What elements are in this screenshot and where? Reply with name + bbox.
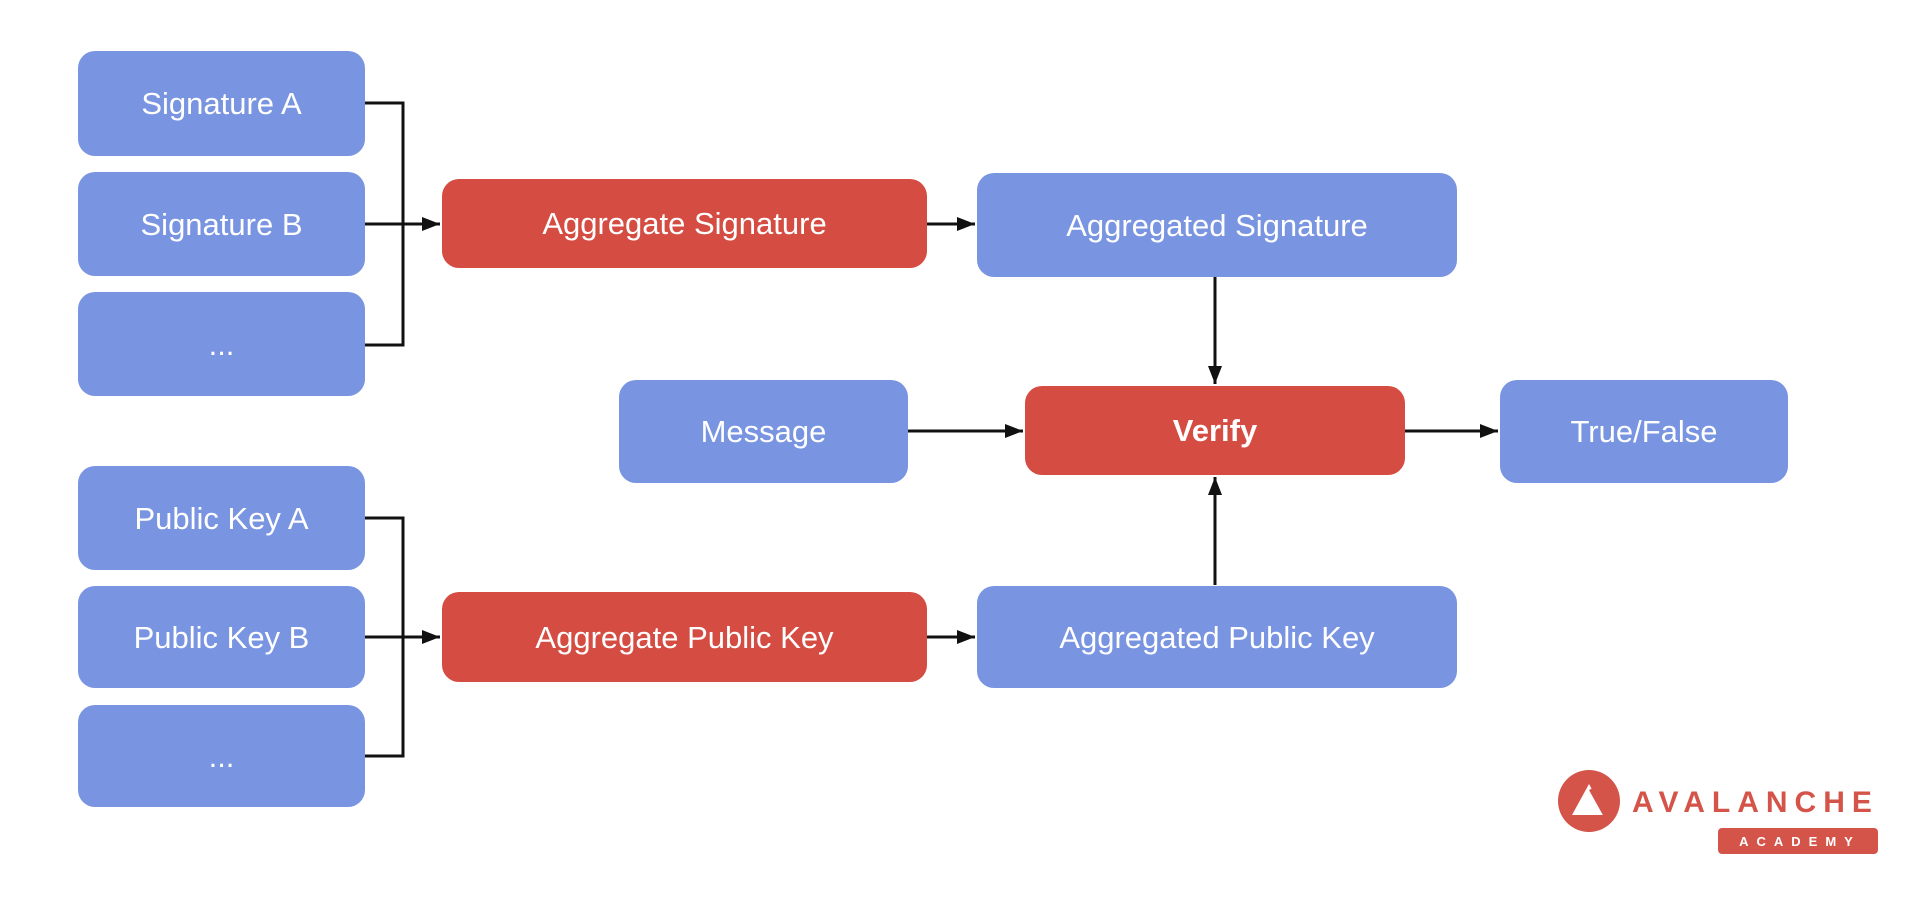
node-message: Message [619, 380, 908, 483]
academy-badge: ACADEMY [1718, 828, 1878, 854]
node-public-key-a: Public Key A [78, 466, 365, 570]
node-aggregated-public-key: Aggregated Public Key [977, 586, 1457, 688]
node-public-key-b: Public Key B [78, 586, 365, 688]
node-aggregate-public-key: Aggregate Public Key [442, 592, 927, 682]
avalanche-logo-icon [1558, 770, 1620, 832]
node-aggregated-signature: Aggregated Signature [977, 173, 1457, 277]
node-aggregate-signature: Aggregate Signature [442, 179, 927, 268]
node-verify: Verify [1025, 386, 1405, 475]
avalanche-wordmark: AVALANCHE [1632, 786, 1879, 819]
node-signature-ellipsis: ... [78, 292, 365, 396]
node-public-key-ellipsis: ... [78, 705, 365, 807]
node-signature-b: Signature B [78, 172, 365, 276]
edge-signatures-bracket [365, 101, 405, 347]
node-true-false: True/False [1500, 380, 1788, 483]
node-signature-a: Signature A [78, 51, 365, 156]
avalanche-academy-logo: AVALANCHE ACADEMY [1550, 762, 1895, 862]
edge-public-keys-bracket [365, 516, 405, 758]
